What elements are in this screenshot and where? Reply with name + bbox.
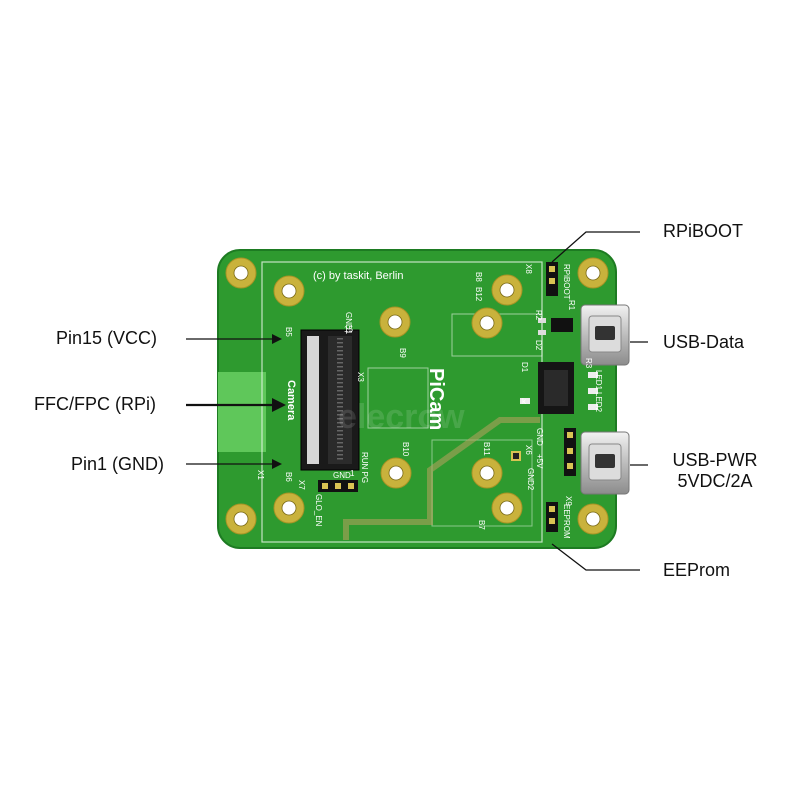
header-x6 [564,428,576,476]
flex-cable-area [218,372,266,452]
ref-gnd: GND [333,471,351,480]
ref-x9: X9 [564,496,573,506]
label-usb-pwr-line2: 5VDC/2A [677,471,753,491]
label-eeprom: EEProm [663,560,731,580]
ref-gnd-x6: GND [535,428,544,446]
header-eeprom [546,502,558,532]
arrowhead-pin15 [272,334,282,344]
leader-eeprom [551,543,640,571]
ref-pin1: 1 [350,469,355,478]
ref-gnd1: GND1 [344,312,353,335]
copper-trace [343,417,540,540]
silkscreen-credit: (c) by taskit, Berlin [313,270,403,282]
ref-d1: D1 [520,362,529,373]
ref-led2: LED2 [594,392,603,413]
watermark: elecrow [338,398,465,436]
usb-data-port [580,304,630,366]
ref-x7: X7 [297,480,306,490]
label-pin1: Pin1 (GND) [71,454,165,474]
ref-d2: D2 [534,340,543,351]
ref-b12: B12 [474,287,483,302]
ref-r2: R2 [534,310,543,321]
header-rpiboot [546,262,558,296]
ref-pin15: 15 [344,325,353,334]
ref-gnd2: GND2 [526,468,535,491]
label-usb-data: USB-Data [663,332,745,352]
arrowheads [272,334,286,469]
ref-r1: R1 [567,300,576,311]
ffc-connector [300,329,360,471]
ref-b8: B8 [474,272,483,282]
smd-parts [511,318,598,461]
label-ffc-fpc: FFC/FPC (RPi) [34,394,156,414]
ref-b10: B10 [401,442,410,457]
ref-b6: B6 [284,472,293,482]
ref-x3: X3 [356,372,365,382]
arrowhead-ffc [272,398,286,412]
ref-x8: X8 [524,264,533,274]
header-x7 [318,480,358,492]
ic-chip [551,318,573,332]
ref-x1: X1 [256,470,265,480]
ref-b5: B5 [284,327,293,337]
ref-glo-en: GLO_EN [314,494,323,527]
connector-camera-label: Camera [285,380,297,421]
ref-x6: X6 [524,445,533,455]
arrowhead-pin1 [272,459,282,469]
ref-k: k [522,397,527,406]
ref-led1: LED1 [594,370,603,391]
ref-b9: B9 [398,348,407,358]
pcb [217,249,617,549]
brand-picam: PiCam [425,368,447,430]
ref-b11: B11 [482,442,491,456]
label-usb-pwr-line1: USB-PWR [672,450,758,470]
label-rpiboot: RPiBOOT [663,221,744,241]
ref-plus5v: +5V [535,454,544,469]
ref-r3: R3 [584,358,593,369]
ref-run-pg: RUN PG [360,452,369,483]
ref-b7: B7 [477,520,486,530]
usb-pwr-port [580,431,630,495]
ref-eeprom: EEPROM [562,504,571,539]
ref-rpiboot: RPiBOOT [562,264,571,300]
label-usb-pwr: USB-PWR 5VDC/2A [660,450,770,492]
leader-lines [186,231,648,571]
label-pin15: Pin15 (VCC) [56,328,158,348]
leader-rpiboot [551,231,640,263]
